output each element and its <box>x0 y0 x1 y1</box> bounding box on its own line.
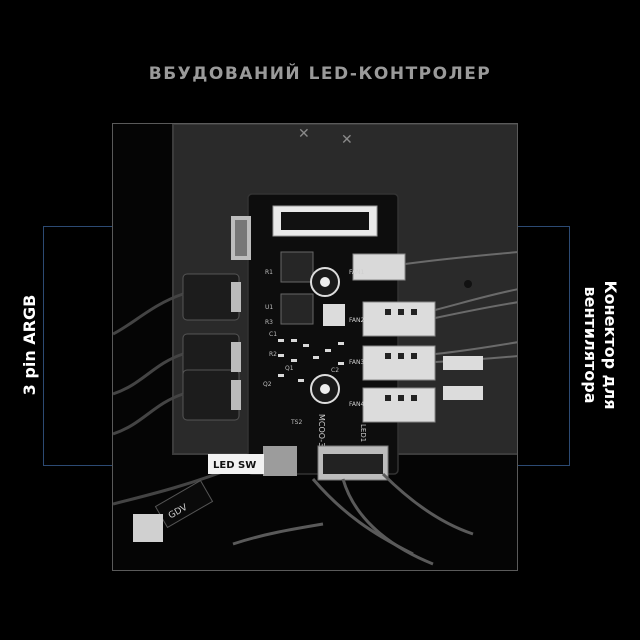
fan-tag-2: FAN2 <box>349 317 364 324</box>
mark-r3: R3 <box>265 319 273 326</box>
label-fan-connector: Конектор для вентилятора <box>580 280 620 409</box>
fan-tag-1: FAN1 <box>349 269 364 276</box>
board-led-marking: LED1 <box>359 424 367 442</box>
chip-1 <box>280 251 314 283</box>
product-photo: ✕ ✕ MCOO-3 V1.2 LED1 R1 R2 <box>112 123 518 571</box>
white-connector <box>133 514 163 542</box>
mark-r1: R1 <box>265 269 273 276</box>
fan-connectors <box>352 253 436 423</box>
mark-c2: C2 <box>331 367 339 374</box>
board-marking: MCOO-3 V1.2 <box>317 414 326 468</box>
mark-c1: C1 <box>269 331 277 338</box>
svg-text:✕: ✕ <box>298 126 310 142</box>
bottom-cables <box>232 472 474 566</box>
page-title: ВБУДОВАНИЙ LED-КОНТРОЛЕР <box>148 64 492 84</box>
mark-r2: R2 <box>269 351 277 358</box>
led-chip <box>323 304 345 326</box>
label-fan-line1: Конектор для <box>601 280 620 410</box>
smd-components <box>278 339 344 382</box>
small-header <box>263 446 297 476</box>
controller-illustration: ✕ ✕ MCOO-3 V1.2 LED1 R1 R2 <box>113 124 517 566</box>
callout-left-bracket <box>43 226 171 466</box>
screw-hole <box>464 280 472 288</box>
mark-q1: Q1 <box>285 365 294 372</box>
led-sw-plug <box>208 454 264 474</box>
led-sw-label: LED SW <box>213 460 256 471</box>
mark-q2: Q2 <box>263 381 272 388</box>
label-fan-line2: вентилятора <box>581 286 600 404</box>
fan-tag-3: FAN3 <box>349 359 364 366</box>
label-argb: 3 pin ARGB <box>20 294 39 396</box>
svg-text:✕: ✕ <box>341 132 353 148</box>
mark-u1: U1 <box>265 304 273 311</box>
fan-plug-tag <box>443 356 483 370</box>
mark-ts2: TS2 <box>290 419 302 426</box>
argb-plugs <box>182 273 241 421</box>
chip-2 <box>280 293 314 325</box>
fan-tag-4: FAN4 <box>349 401 364 408</box>
